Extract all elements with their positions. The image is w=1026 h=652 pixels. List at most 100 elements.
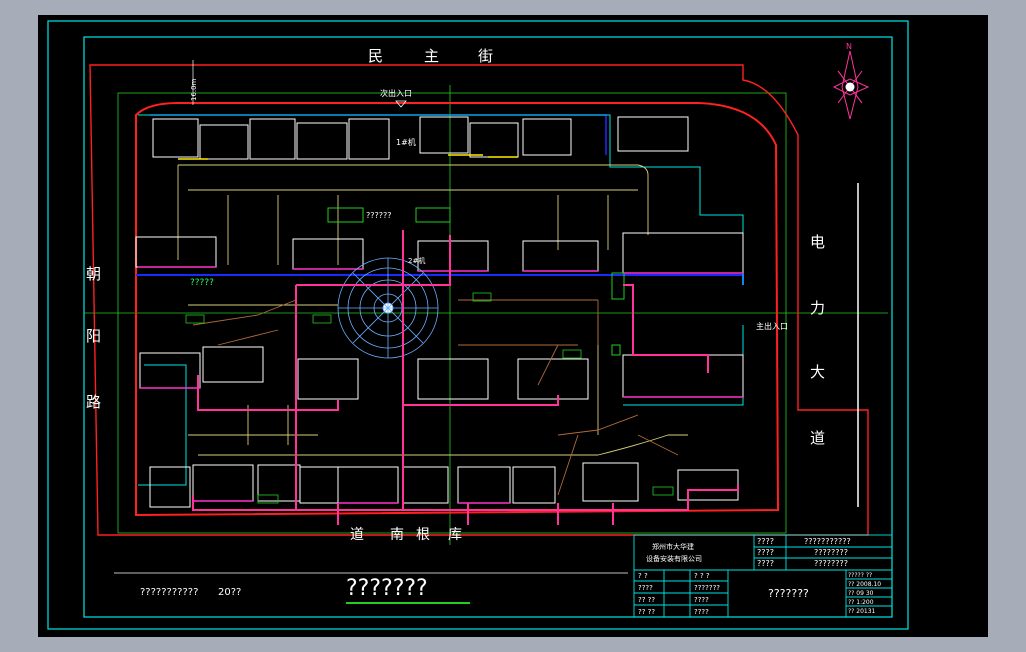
info-row-4: ?? 1:200 <box>848 599 874 606</box>
drawing-value: ???????? <box>814 548 848 557</box>
svg-text:大: 大 <box>810 363 825 381</box>
building-r3-1 <box>139 352 201 389</box>
south-street-name: 道 南 根 库 <box>350 527 462 543</box>
building-s9 <box>582 462 639 502</box>
road-width-text: 16.0m <box>190 78 198 101</box>
drawing-outer-frame <box>47 20 909 630</box>
drawing-inner-frame <box>83 36 893 618</box>
inner-site-boundary <box>135 102 780 517</box>
building-r3-3 <box>297 358 359 400</box>
green-placeholder: ????? <box>190 278 214 288</box>
sign-1-3: ?? ?? <box>638 596 655 604</box>
district-line <box>136 274 744 285</box>
cyan-zone <box>138 114 744 285</box>
info-row-1: ????? ?? <box>848 572 872 579</box>
building-s4 <box>299 466 339 504</box>
title-block-center: ??????? <box>768 587 809 600</box>
north-street-name: 民 主 街 <box>368 47 493 65</box>
central-plaza <box>337 257 439 359</box>
sign-1-1: ? ? <box>638 572 648 580</box>
district-line-north <box>150 114 607 155</box>
building-r3-6 <box>622 354 744 398</box>
green-beds <box>327 207 625 356</box>
crane-1-label: 1#机 <box>396 137 416 147</box>
cyan-zone-south <box>138 364 187 486</box>
info-row-5: ?? 20131 <box>848 608 876 615</box>
scale-label: ???? <box>757 559 774 568</box>
building-n6 <box>419 116 469 154</box>
north-arrow-letter: N <box>846 42 852 51</box>
building-s6 <box>402 466 449 504</box>
sign-2-2: ??????? <box>694 584 720 592</box>
north-entrance-label: 次出入口 <box>380 88 412 98</box>
cyan-zone-east <box>623 325 744 406</box>
footer-year: 20?? <box>218 587 241 598</box>
svg-text:南: 南 <box>390 527 404 543</box>
svg-text:电: 电 <box>810 233 825 251</box>
building-s1 <box>149 466 191 508</box>
pipe-network <box>192 230 739 525</box>
east-street-name: 电 力 大 道 <box>810 233 825 447</box>
building-r2-4 <box>522 240 599 272</box>
svg-text:力: 力 <box>810 299 825 317</box>
building-r2-3 <box>417 240 489 272</box>
sign-2-3: ???? <box>694 596 709 604</box>
company-line-2: 设备安装有限公司 <box>646 554 702 563</box>
svg-text:库: 库 <box>448 527 462 543</box>
svg-text:街: 街 <box>478 47 493 65</box>
svg-text:主: 主 <box>424 47 439 65</box>
company-line-1: 郑州市大华建 <box>652 542 694 551</box>
sign-1-2: ???? <box>638 584 653 592</box>
svg-text:阳: 阳 <box>86 327 101 345</box>
building-n2 <box>199 124 249 160</box>
service-lines <box>192 299 679 496</box>
yellow-strips <box>178 154 518 160</box>
north-arrow <box>832 50 870 120</box>
info-row-3: ?? 09 30 <box>848 590 874 597</box>
svg-text:道: 道 <box>350 527 364 543</box>
building-n5 <box>348 118 390 160</box>
svg-text:根: 根 <box>416 527 430 543</box>
drawing-title: ??????? <box>346 576 428 601</box>
building-r2-5 <box>622 232 744 274</box>
svg-text:道: 道 <box>810 429 825 447</box>
building-n7 <box>469 122 519 158</box>
drawing-label: ???? <box>757 548 774 557</box>
svg-text:路: 路 <box>86 393 101 411</box>
building-r2-1 <box>135 236 217 268</box>
title-block <box>633 534 893 618</box>
site-plan-drawing[interactable]: 16.0m <box>38 15 988 637</box>
svg-text:朝: 朝 <box>86 265 101 283</box>
building-s3 <box>257 464 301 502</box>
east-entrance-label: 主出入口 <box>756 321 788 331</box>
north-entrance-arrow <box>395 100 407 108</box>
sign-2-1: ? ? ? <box>694 572 710 580</box>
project-label: ???? <box>757 537 774 546</box>
building-n1 <box>152 118 199 158</box>
info-row-2: ?? 2008.10 <box>848 581 881 588</box>
scale-value: ???????? <box>814 559 848 568</box>
site-boundary <box>89 64 869 536</box>
building-r2-2 <box>292 238 364 270</box>
sign-2-4: ???? <box>694 608 709 616</box>
building-bases <box>138 266 743 504</box>
building-s7 <box>457 466 511 504</box>
building-n4 <box>296 122 348 160</box>
sign-1-4: ?? ?? <box>638 608 655 616</box>
cad-viewport[interactable]: 16.0m <box>38 15 988 637</box>
building-s2 <box>192 464 254 502</box>
svg-text:民: 民 <box>368 47 383 65</box>
buildings <box>135 116 744 508</box>
road-network <box>177 164 688 456</box>
building-s8 <box>512 466 556 504</box>
building-r3-5 <box>517 358 589 400</box>
crane-2-label: 2#机 <box>408 256 425 265</box>
project-value: ??????????? <box>804 537 851 546</box>
building-r3-2 <box>202 346 264 383</box>
plaza-placeholder: ?????? <box>366 211 391 220</box>
footer-note: ??????????? <box>140 587 198 598</box>
building-n9 <box>617 116 689 152</box>
building-n3 <box>249 118 296 160</box>
building-s5 <box>337 466 399 504</box>
building-n8 <box>522 118 572 156</box>
